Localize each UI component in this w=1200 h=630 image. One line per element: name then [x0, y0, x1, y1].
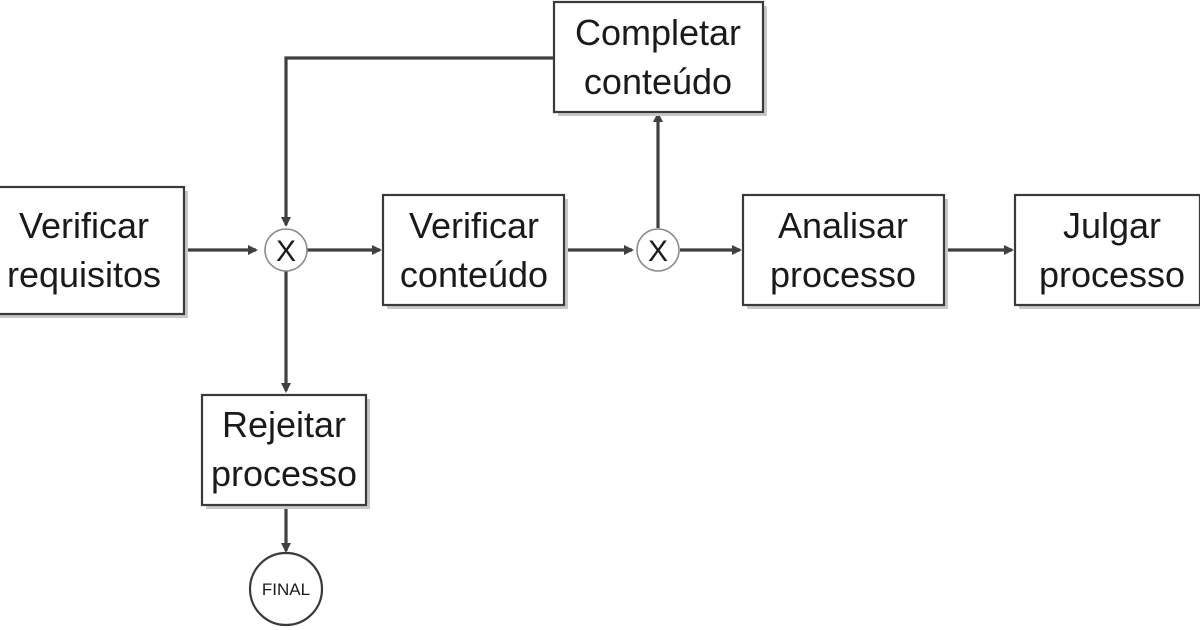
node-verificar-requisitos-line2: requisitos [7, 254, 161, 295]
edge-completar-conteudo-to-gateway-1 [281, 56, 554, 227]
node-verificar-conteudo: Verificar conteúdo [381, 193, 568, 309]
node-julgar-processo-line1: Julgar [1063, 205, 1161, 246]
node-verificar-conteudo-line2: conteúdo [400, 254, 548, 295]
node-analisar-processo: Analisar processo [741, 193, 948, 309]
node-julgar-processo: Julgar processo [1013, 193, 1200, 309]
node-verificar-requisitos: Verificar requisitos [0, 185, 188, 318]
node-verificar-conteudo-line1: Verificar [409, 205, 539, 246]
node-completar-conteudo: Completar conteúdo [552, 0, 767, 116]
end-event-label: FINAL [262, 580, 310, 599]
gateway-2: X [636, 228, 680, 272]
node-verificar-requisitos-line1: Verificar [19, 205, 149, 246]
node-analisar-processo-line1: Analisar [778, 205, 908, 246]
node-rejeitar-processo-line2: processo [211, 453, 357, 494]
node-rejeitar-processo-line1: Rejeitar [222, 404, 346, 445]
gateway-1-symbol: X [276, 235, 296, 268]
node-julgar-processo-line2: processo [1039, 254, 1185, 295]
node-rejeitar-processo: Rejeitar processo [200, 393, 370, 509]
edges [184, 56, 1014, 553]
node-analisar-processo-line2: processo [770, 254, 916, 295]
node-completar-conteudo-line2: conteúdo [584, 61, 732, 102]
gateway-1: X [264, 228, 308, 272]
gateway-2-symbol: X [648, 235, 668, 268]
end-event: FINAL [248, 551, 324, 627]
node-completar-conteudo-line1: Completar [575, 12, 741, 53]
